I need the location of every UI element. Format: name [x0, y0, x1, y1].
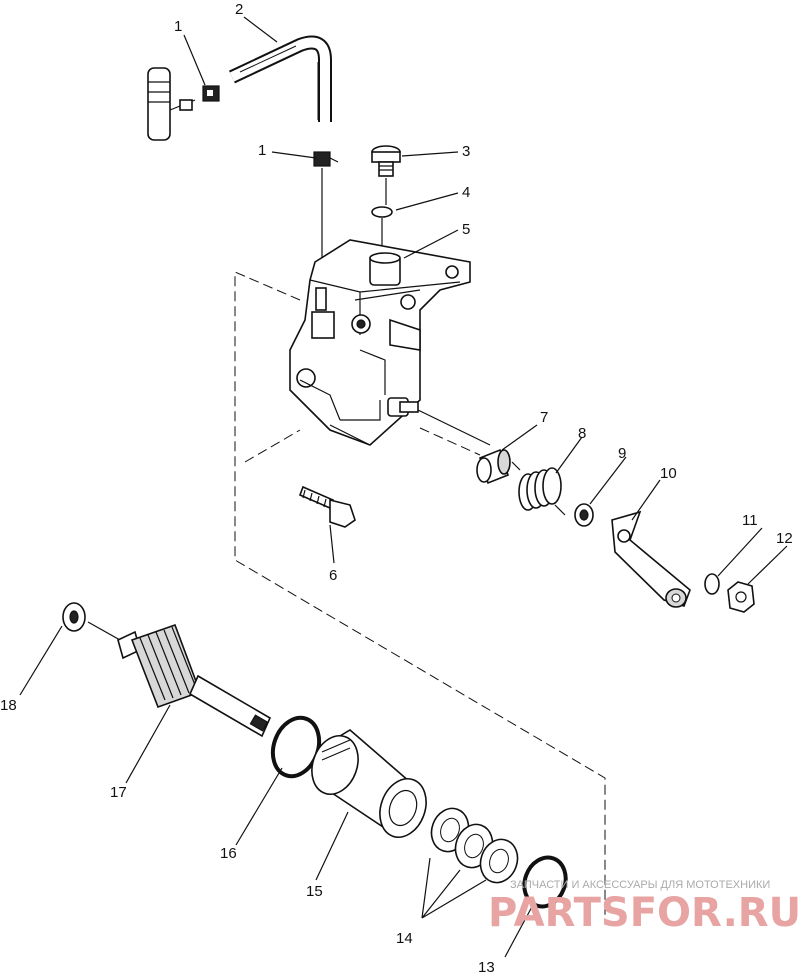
- lock-washer: [704, 573, 720, 595]
- callout-12: 12: [776, 530, 793, 547]
- shaft-axis-line: [417, 409, 491, 446]
- hose-clamp-upper: [202, 85, 220, 102]
- pump-sleeve: [311, 729, 427, 838]
- callout-1-lower: 1: [258, 142, 266, 159]
- mounting-bolt: [298, 485, 356, 528]
- callout-13: 13: [478, 959, 495, 972]
- callout-14: 14: [396, 930, 413, 947]
- callout-3: 3: [462, 143, 470, 160]
- callout-4: 4: [462, 184, 470, 201]
- snap-ring: [522, 855, 568, 909]
- watermark-caption: ЗАПЧАСТИ И АКСЕССУАРЫ ДЛЯ МОТОТЕХНИКИ: [510, 879, 770, 891]
- hose-clamp-lower: [313, 151, 339, 167]
- callout-7: 7: [540, 409, 548, 426]
- oil-hose: [229, 35, 332, 122]
- oil-pump-body: [289, 239, 471, 446]
- drive-gear-shaft: [117, 623, 272, 738]
- shim-set: [430, 807, 519, 884]
- tank-fitting: [147, 67, 196, 141]
- callout-17: 17: [110, 784, 127, 801]
- control-lever: [611, 510, 691, 608]
- sealing-washer: [371, 206, 393, 218]
- callout-10: 10: [660, 465, 677, 482]
- callout-8: 8: [578, 425, 586, 442]
- callout-9: 9: [618, 445, 626, 462]
- shaft-bushing: [476, 448, 511, 485]
- watermark-logo: PARTSFOR.RU: [488, 890, 800, 936]
- callout-15: 15: [306, 883, 323, 900]
- gear-axis-line: [87, 621, 121, 641]
- callout-11: 11: [742, 512, 758, 529]
- callout-2: 2: [235, 1, 243, 18]
- thrust-washer: [62, 602, 86, 632]
- callout-5: 5: [462, 221, 470, 238]
- callout-6: 6: [329, 567, 337, 584]
- assembly-frame-line: [234, 271, 606, 920]
- callout-1-upper: 1: [174, 18, 182, 35]
- leader-lines: [19, 16, 788, 958]
- return-spring: [511, 461, 566, 516]
- callout-16: 16: [220, 845, 237, 862]
- bleed-screw: [371, 145, 401, 177]
- lever-washer: [574, 503, 594, 527]
- watermark: ЗАПЧАСТИ И АКСЕССУАРЫ ДЛЯ МОТОТЕХНИКИ PA…: [488, 879, 800, 936]
- callout-18: 18: [0, 697, 17, 714]
- lever-nut: [727, 581, 755, 613]
